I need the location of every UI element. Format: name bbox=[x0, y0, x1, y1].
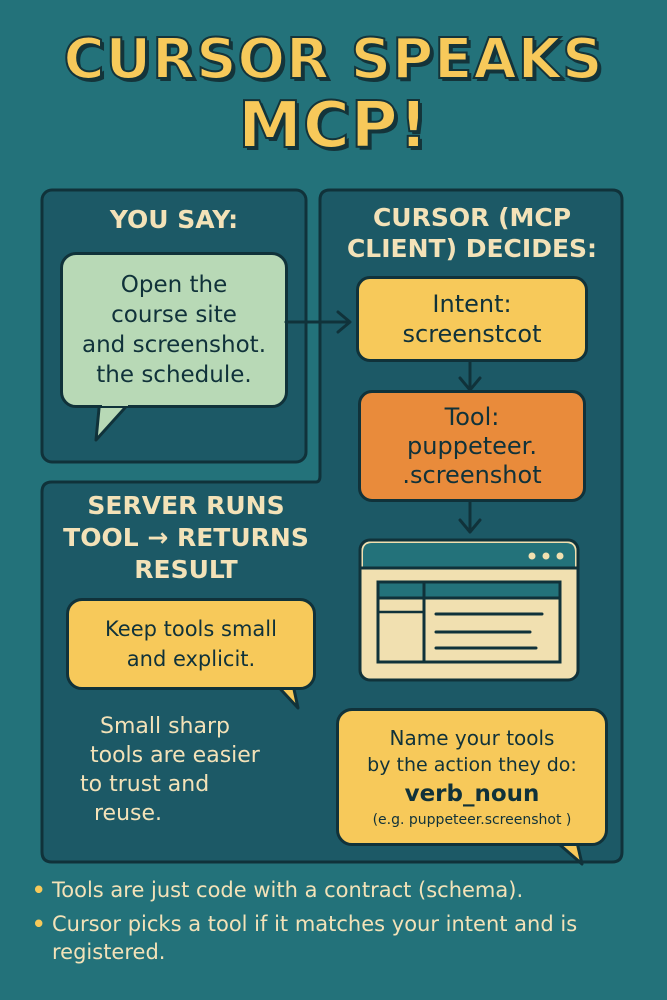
intent-label: Intent: bbox=[432, 290, 512, 318]
server-note: Small sharp tools are easier to trust an… bbox=[80, 712, 300, 828]
cursor-decides-heading: CURSOR (MCP CLIENT) DECIDES: bbox=[330, 202, 614, 264]
takeaway-text: Tools are just code with a contract (sch… bbox=[52, 878, 524, 902]
you-say-heading: YOU SAY: bbox=[109, 205, 239, 234]
tool-label: Tool: bbox=[444, 402, 500, 431]
cursor-heading-line-2: CLIENT) DECIDES: bbox=[346, 234, 598, 263]
naming-line-1: Name your tools bbox=[389, 725, 555, 750]
keep-tools-line-2: and explicit. bbox=[126, 647, 256, 671]
page-title: CURSOR SPEAKS MCP! bbox=[0, 27, 667, 163]
server-heading-line-1: SERVER RUNS bbox=[87, 491, 285, 520]
keep-tools-bubble: Keep tools small and explicit. bbox=[66, 598, 316, 690]
note-line-4: reuse. bbox=[94, 801, 163, 826]
note-line-1: Small sharp bbox=[100, 714, 230, 739]
takeaway-list: • Tools are just code with a contract (s… bbox=[30, 876, 650, 972]
bullet-dot: • bbox=[32, 912, 46, 936]
takeaway-text: Cursor picks a tool if it matches your i… bbox=[52, 912, 578, 964]
you-say-line-2: course site bbox=[111, 302, 237, 328]
title-line-1: CURSOR SPEAKS bbox=[63, 27, 604, 92]
intent-value: screenstcot bbox=[402, 320, 542, 348]
takeaway-item: • Tools are just code with a contract (s… bbox=[30, 876, 650, 904]
keep-tools-line-1: Keep tools small bbox=[105, 617, 277, 641]
tool-box: Tool: puppeteer. .screenshot bbox=[358, 390, 586, 502]
intent-box: Intent: screenstcot bbox=[356, 276, 588, 362]
tool-value-line-1: puppeteer. bbox=[407, 431, 537, 460]
you-say-bubble: Open the course site and screenshot. the… bbox=[60, 252, 288, 408]
naming-line-3: verb_noun bbox=[404, 780, 540, 807]
note-line-3: to trust and bbox=[80, 772, 210, 797]
title-line-2: MCP! bbox=[237, 89, 429, 163]
server-heading: SERVER RUNS TOOL → RETURNS RESULT bbox=[52, 490, 320, 586]
tool-value-line-2: .screenshot bbox=[402, 460, 542, 489]
note-line-2: tools are easier bbox=[90, 743, 260, 768]
bullet-dot: • bbox=[32, 878, 46, 902]
naming-line-2: by the action they do: bbox=[367, 753, 577, 776]
you-say-line-4: the schedule. bbox=[96, 362, 252, 388]
cursor-heading-line-1: CURSOR (MCP bbox=[372, 203, 572, 232]
server-heading-line-2: TOOL → RETURNS bbox=[63, 523, 309, 552]
you-say-line-3: and screenshot. bbox=[82, 332, 266, 358]
server-heading-line-3: RESULT bbox=[134, 555, 238, 584]
naming-line-4: (e.g. puppeteer.screenshot ) bbox=[372, 811, 572, 828]
naming-tip-bubble: Name your tools by the action they do: v… bbox=[336, 708, 608, 846]
you-say-line-1: Open the bbox=[120, 272, 228, 298]
takeaway-item: • Cursor picks a tool if it matches your… bbox=[30, 910, 650, 966]
